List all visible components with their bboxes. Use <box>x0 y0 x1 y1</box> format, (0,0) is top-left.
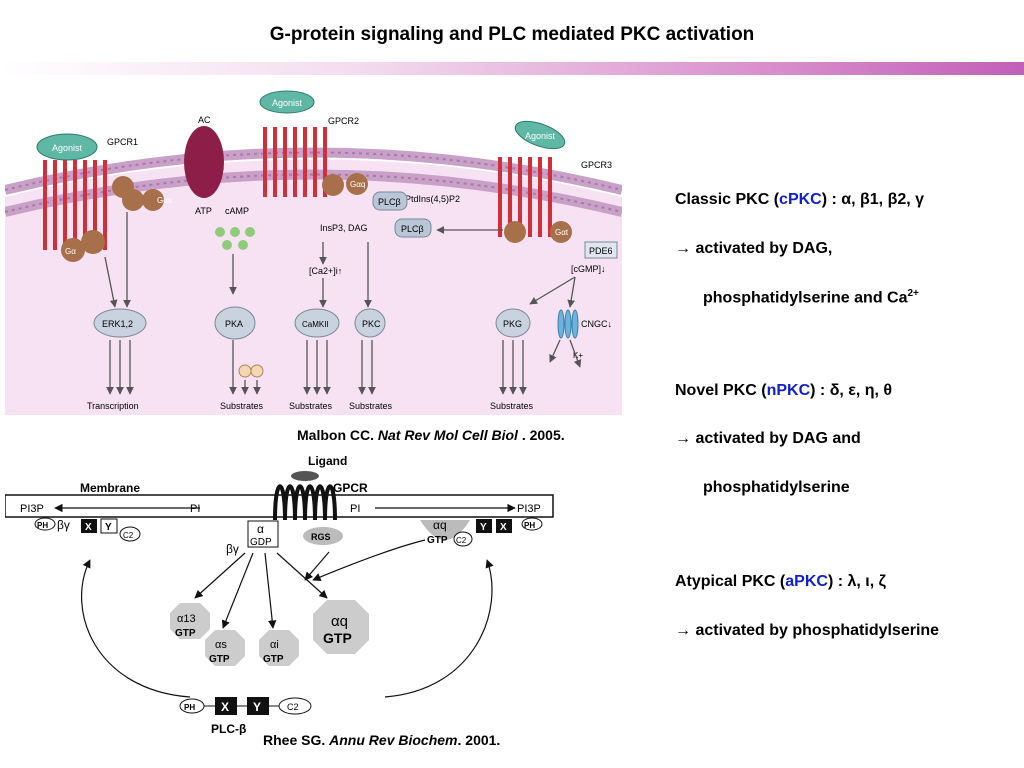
aq-label: αq <box>331 613 348 630</box>
camp-label: cAMP <box>225 206 249 216</box>
svg-text:C2: C2 <box>287 702 299 712</box>
by-left-label: βγ <box>57 518 70 532</box>
membrane-label: Membrane <box>80 481 140 495</box>
classic-pkc-activation: → activated by DAG, <box>675 240 833 257</box>
ac-enzyme <box>184 126 224 198</box>
svg-text:PH: PH <box>37 521 48 530</box>
atp-label: ATP <box>195 206 212 216</box>
aq-membrane-label: αq <box>433 518 447 532</box>
a13-label: α13 <box>177 613 196 625</box>
svg-text:GTP: GTP <box>209 654 230 665</box>
pi3p-right-label: PI3P <box>517 503 541 515</box>
agonist-label: Agonist <box>52 143 83 153</box>
as-label: αs <box>215 639 227 651</box>
svg-text:PH: PH <box>184 703 195 712</box>
pkg-label: PKG <box>503 319 522 329</box>
gpcr1-label: GPCR1 <box>107 137 138 147</box>
transcription-label: Transcription <box>87 401 139 411</box>
svg-text:C2: C2 <box>456 536 467 545</box>
title-accent-bar <box>0 62 1024 75</box>
pka-label: PKA <box>225 319 243 329</box>
gpcr3-label: GPCR3 <box>581 160 612 170</box>
atypical-pkc-activation: → activated by phosphatidylserine <box>675 622 940 639</box>
plcb-free-label: PLC-β <box>211 722 246 735</box>
ac-label: AC <box>198 115 211 125</box>
svg-text:Agonist: Agonist <box>525 131 556 141</box>
gpcr3-receptor: Agonist GPCR3 <box>498 120 612 237</box>
citation-malbon: Malbon CC. Nat Rev Mol Cell Biol . 2005. <box>297 427 565 443</box>
svg-text:Substrates: Substrates <box>289 401 333 411</box>
rgs-label: RGS <box>311 532 331 542</box>
svg-text:Agonist: Agonist <box>272 98 303 108</box>
erk-label: ERK1,2 <box>102 319 133 329</box>
svg-text:Substrates: Substrates <box>349 401 393 411</box>
ptdins-label: PtdIns(4,5)P2 <box>405 194 460 204</box>
svg-text:Substrates: Substrates <box>220 401 264 411</box>
svg-text:X: X <box>85 522 92 533</box>
k-label: K+ <box>573 351 583 360</box>
gpcr-label: GPCR <box>333 481 368 495</box>
alpha-label: α <box>257 522 264 536</box>
gpcr2-label: GPCR2 <box>328 116 359 126</box>
svg-text:Y: Y <box>253 700 261 714</box>
novel-pkc-activation-cont: phosphatidylserine <box>703 479 850 496</box>
svg-text:GTP: GTP <box>263 654 284 665</box>
ai-label: αi <box>270 639 279 651</box>
citation-rhee: Rhee SG. Annu Rev Biochem. 2001. <box>263 732 501 748</box>
gat-label: Gαt <box>555 228 569 237</box>
svg-text:X: X <box>221 700 229 714</box>
cngc-label: CNGC↓ <box>581 319 612 329</box>
svg-text:PH: PH <box>524 521 535 530</box>
plcb-label: PLCβ <box>378 197 401 207</box>
ca-label: [Ca2+]i↑ <box>309 266 342 276</box>
gaq-label: Gαq <box>350 180 365 189</box>
classic-pkc-activation-cont: phosphatidylserine and Ca2+ <box>703 288 919 307</box>
gdp-label: GDP <box>250 537 272 548</box>
svg-text:Substrates: Substrates <box>490 401 534 411</box>
svg-text:GTP: GTP <box>427 535 448 546</box>
gas-label: Gαs <box>157 196 172 205</box>
atypical-pkc-heading: Atypical PKC (aPKC) : λ, ι, ζ <box>675 573 886 590</box>
pkc-label: PKC <box>362 319 381 329</box>
ligand-label: Ligand <box>308 454 347 468</box>
novel-pkc-heading: Novel PKC (nPKC) : δ, ε, η, θ <box>675 382 893 399</box>
camkii-label: CaMKII <box>302 320 329 329</box>
galpha-label: Gα <box>65 247 76 256</box>
svg-text:Y: Y <box>480 522 487 533</box>
pde6-label: PDE6 <box>589 246 613 256</box>
gpcr-signaling-figure: Agonist GPCR1 Gαs Gα AC ATP cAMP Agonist… <box>5 82 622 415</box>
svg-text:X: X <box>500 522 507 533</box>
svg-text:GTP: GTP <box>175 628 196 639</box>
plc-beta-figure: Membrane Ligand GPCR PI3P PI PI PI3P PH … <box>5 454 554 735</box>
by-center-label: βγ <box>226 542 239 556</box>
insp3-label: InsP3, DAG <box>320 223 368 233</box>
novel-pkc-activation: → activated by DAG and <box>675 430 861 447</box>
pi3p-left-label: PI3P <box>20 503 44 515</box>
gpcr1-receptor: Agonist GPCR1 <box>36 133 138 250</box>
gpcr2-receptor: Agonist GPCR2 <box>259 90 359 197</box>
svg-text:PLCβ: PLCβ <box>401 224 424 234</box>
cgmp-label: [cGMP]↓ <box>571 264 606 274</box>
svg-text:Y: Y <box>105 522 112 533</box>
slide-title: G-protein signaling and PLC mediated PKC… <box>269 24 755 45</box>
svg-text:C2: C2 <box>123 531 134 540</box>
pi-left-label: PI <box>190 503 200 515</box>
classic-pkc-heading: Classic PKC (cPKC) : α, β1, β2, γ <box>675 191 925 208</box>
svg-text:GTP: GTP <box>323 630 352 646</box>
pi-right-label: PI <box>350 503 360 515</box>
